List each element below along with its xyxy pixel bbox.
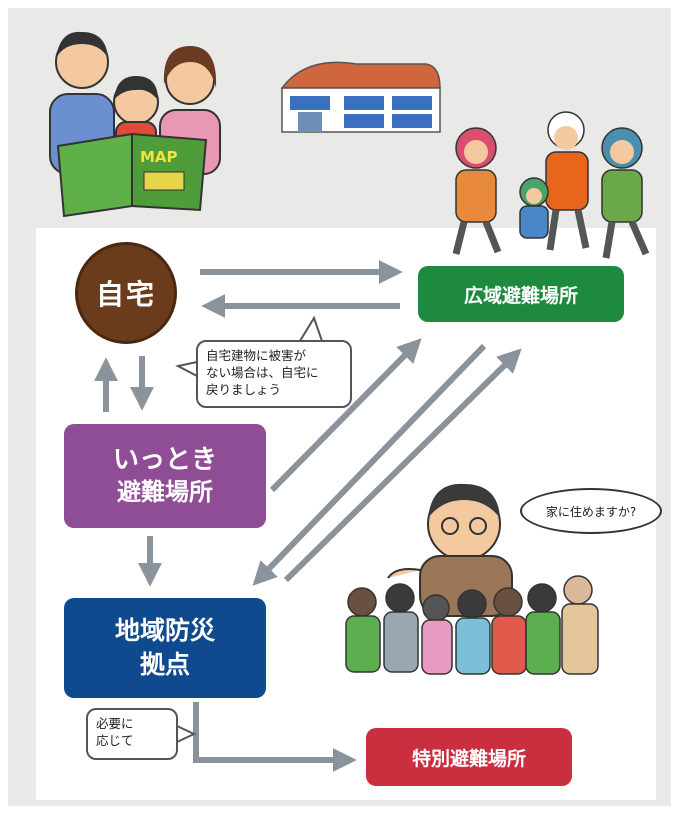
home-return-note: 自宅建物に被害が ない場合は、自宅に 戻りましょう — [196, 340, 352, 408]
note-line: 必要に — [96, 716, 134, 731]
if-needed-note: 必要に 応じて — [86, 708, 178, 760]
disaster-prevention-base-node: 地域防災 拠点 — [64, 598, 266, 698]
school-building-icon — [280, 61, 441, 133]
temporary-label-line2: 避難場所 — [117, 478, 213, 507]
note-line: ない場合は、自宅に — [206, 364, 319, 380]
map-label: MAP — [140, 148, 178, 166]
special-label: 特別避難場所 — [411, 747, 526, 770]
wide-area-label: 広域避難場所 — [463, 284, 578, 307]
home-label: 自宅 — [95, 278, 156, 311]
note-line: 戻りましょう — [206, 381, 282, 397]
temporary-label-line1: いっとき — [112, 444, 217, 475]
crowd-with-officer-icon — [345, 483, 599, 675]
question-speech-bubble: 家に住めますか? — [520, 488, 662, 534]
base-label-line1: 地域防災 — [114, 616, 215, 646]
family-reading-map-icon: MAP — [49, 31, 221, 218]
evacuating-people-icon — [452, 111, 650, 259]
base-label-line2: 拠点 — [139, 650, 190, 679]
arrow-base-to-wide — [283, 348, 522, 583]
arrow-base-to-special — [193, 702, 357, 772]
note-line: 応じて — [96, 732, 134, 748]
note-line: 自宅建物に被害が — [206, 348, 307, 363]
arrow-temp-to-wide — [269, 338, 422, 493]
temporary-evacuation-site-node: いっとき 避難場所 — [64, 424, 266, 528]
special-evacuation-site-node: 特別避難場所 — [366, 728, 572, 786]
wide-area-evacuation-site-node: 広域避難場所 — [418, 266, 624, 322]
arrow-wide-to-base — [252, 343, 487, 586]
home-node: 自宅 — [75, 242, 177, 344]
speech-text: 家に住めますか? — [545, 504, 637, 519]
